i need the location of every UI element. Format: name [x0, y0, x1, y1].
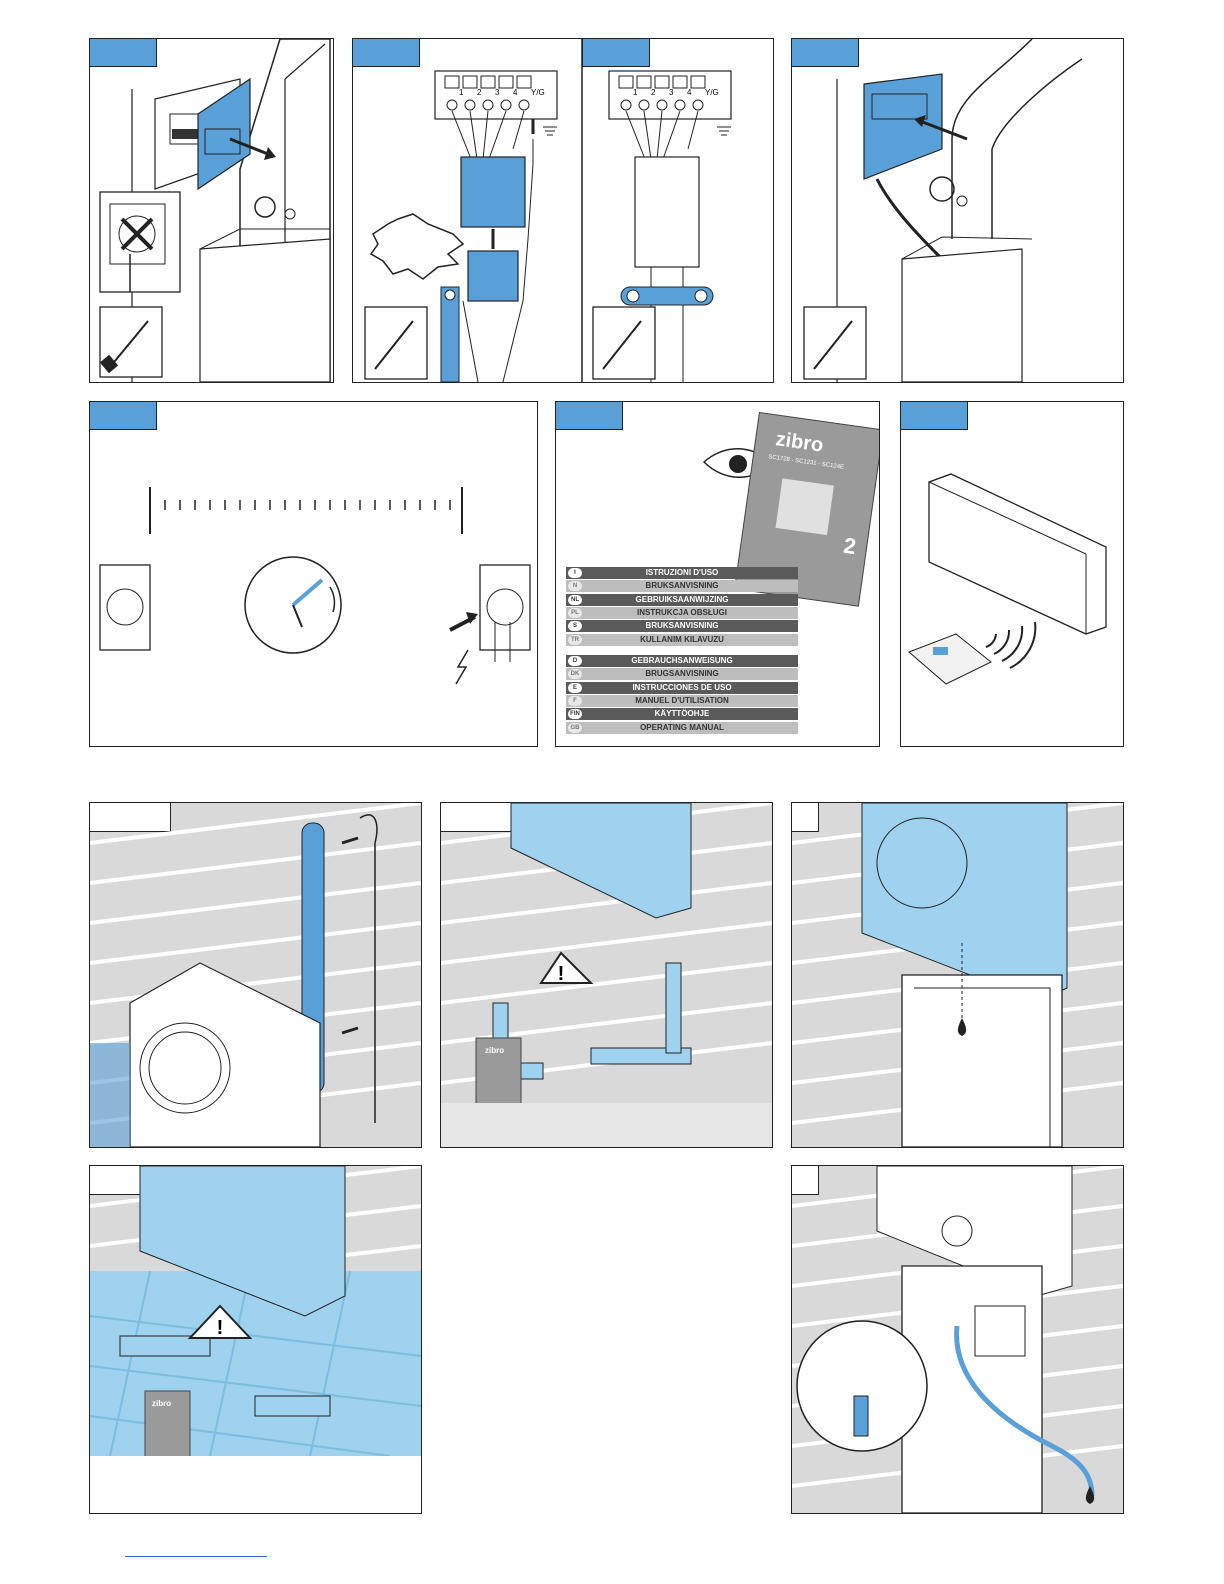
language-list-group-2: D GEBRAUCHSANWEISUNG DK BRUGSANVISNING E INST… [556, 655, 879, 735]
door [902, 975, 1062, 1147]
language-code-badge: FIN [568, 709, 582, 719]
connector-top-blue [461, 157, 525, 227]
terminal-label-3b: 3 [669, 88, 674, 97]
language-label: KULLANIM KILAVUZU [640, 635, 724, 644]
rotate-arrow-icon [930, 177, 954, 201]
language-label: BRUKSANVISNING [646, 621, 719, 630]
screw-icon [957, 196, 967, 206]
language-row: TR KULLANIM KILAVUZU [566, 634, 798, 646]
footer-rule [125, 1556, 267, 1557]
step-panel-drain-door [791, 802, 1124, 1148]
step-panel-remove-cover [89, 38, 334, 383]
language-label: ISTRUZIONI D'USO [646, 568, 719, 577]
terminal-label-1: 1 [459, 88, 464, 97]
language-code-badge: D [568, 656, 582, 666]
remote-control [909, 634, 991, 684]
wiring-illustration: 1 2 3 4 Y/G 1 2 3 4 Y/G [353, 39, 773, 382]
language-label: GEBRUIKSAANWIJZING [636, 595, 729, 604]
terminal-label-2b: 2 [651, 88, 656, 97]
language-label: MANUEL D'UTILISATION [635, 696, 729, 705]
connector-bottom-blue [468, 251, 518, 301]
language-code-badge: N [568, 581, 582, 591]
outdoor-unit-blue [511, 803, 691, 918]
language-label: BRUGSANVISNING [645, 669, 718, 678]
step-panel-pipe-cover [89, 802, 422, 1148]
terminal-label-3: 3 [495, 88, 500, 97]
rotate-arrow-icon [255, 197, 275, 217]
language-row: S BRUKSANVISNING [566, 620, 798, 632]
language-code-badge: GB [568, 723, 582, 733]
drain-hose-illustration [792, 1166, 1123, 1513]
indoor-unit [929, 474, 1106, 634]
connector-assembled [635, 157, 699, 267]
svg-text:!: ! [217, 1317, 224, 1339]
terminal-label-1b: 1 [633, 88, 638, 97]
lightning-icon [456, 650, 468, 684]
step-panel-floor-brackets: ! zibro [89, 1165, 422, 1514]
language-code-badge: PL [568, 608, 582, 618]
step-panel-replace-cover [791, 38, 1124, 383]
pipe-cover-illustration [90, 803, 421, 1147]
language-row: E INSTRUCCIONES DE USO [566, 682, 798, 694]
timeline-ticks [165, 500, 450, 510]
replace-cover-illustration [792, 39, 1123, 382]
language-code-badge: NL [568, 595, 582, 605]
outdoor-unit-blue [862, 803, 1067, 1001]
remote-illustration [901, 402, 1123, 746]
signal-waves-icon [986, 622, 1035, 668]
language-code-badge: TR [568, 635, 582, 645]
language-code-badge: S [568, 621, 582, 631]
language-row: GB OPERATING MANUAL [566, 722, 798, 734]
power-on-illustration [90, 402, 537, 746]
language-label: BRUKSANVISNING [646, 581, 719, 590]
svg-text:!: ! [558, 963, 565, 985]
floor-brackets-illustration: ! zibro [90, 1166, 421, 1513]
mini-manual-brand: zibro [485, 1046, 504, 1055]
mini-manual-brand: zibro [152, 1399, 171, 1408]
language-row: D GEBRAUCHSANWEISUNG [566, 655, 798, 667]
language-row: F MANUEL D'UTILISATION [566, 695, 798, 707]
step-panel-drain-hose [791, 1165, 1124, 1514]
clamp-blue [441, 287, 459, 382]
remove-cover-illustration [90, 39, 333, 382]
step-panel-wiring: 1 2 3 4 Y/G 1 2 3 4 Y/G [352, 38, 774, 383]
screw-icon [285, 209, 295, 219]
language-label: KÄYTTÖOHJE [655, 709, 710, 718]
language-list-group-1: I ISTRUZIONI D'USO N BRUKSANVISNING NL GEBRUI… [556, 567, 879, 647]
language-label: OPERATING MANUAL [640, 723, 724, 732]
warning-triangle-icon [541, 953, 591, 983]
language-row: DK BRUGSANVISNING [566, 668, 798, 680]
language-row: PL INSTRUKCJA OBSŁUGI [566, 607, 798, 619]
wall-brackets-illustration: ! zibro [441, 803, 772, 1147]
language-label: INSTRUCCIONES DE USO [632, 683, 731, 692]
language-label: GEBRAUCHSANWEISUNG [631, 656, 732, 665]
language-row: I ISTRUZIONI D'USO [566, 567, 798, 579]
terminal-label-ygb: Y/G [705, 88, 719, 97]
step-panel-power-on [89, 401, 538, 747]
click-burst-icon [371, 214, 463, 279]
drain-plug-detail [975, 1306, 1025, 1356]
drain-door-illustration [792, 803, 1123, 1147]
step-panel-wall-brackets: ! zibro [440, 802, 773, 1148]
language-code-badge: DK [568, 669, 582, 679]
language-row: FIN KÄYTTÖOHJE [566, 708, 798, 720]
language-row: N BRUKSANVISNING [566, 580, 798, 592]
terminal-label-yg: Y/G [531, 88, 545, 97]
language-code-badge: E [568, 683, 582, 693]
terminal-label-4b: 4 [687, 88, 692, 97]
language-code-badge: I [568, 568, 582, 578]
terminal-label-2: 2 [477, 88, 482, 97]
language-code-badge: F [568, 696, 582, 706]
language-row: NL GEBRUIKSAANWIJZING [566, 594, 798, 606]
step-panel-remote [900, 401, 1124, 747]
terminal-label-4: 4 [513, 88, 518, 97]
language-label: INSTRUKCJA OBSŁUGI [637, 608, 727, 617]
